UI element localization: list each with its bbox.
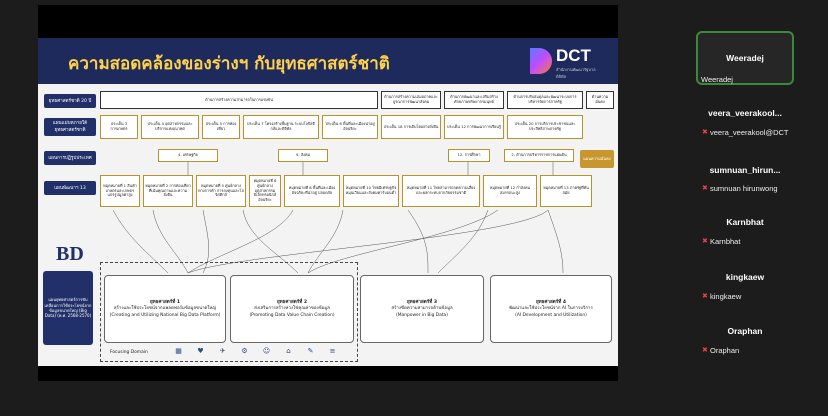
participant-tile-weeradej[interactable]: Weeradej Weeradej: [696, 31, 794, 85]
dct-logo: DCT สำนักงานพัฒนารัฐบาลดิจิทัล: [530, 46, 600, 79]
focusing-domain-box: [100, 262, 358, 362]
row-label-development-plan: แผนพัฒนาฯ 13: [44, 181, 96, 195]
r4-cell-2: หมุดหมายที่ 2 การท่องเที่ยวที่เน้นคุณภาพ…: [143, 175, 193, 207]
security-plan-tag: แผนความมั่นคง: [580, 150, 614, 168]
strategy-4-english: (AI Development and Utilization): [515, 312, 587, 318]
r2-cell-3: ประเด็น 5 การท่องเที่ยว: [202, 115, 240, 139]
mic-muted-icon: ✖: [702, 292, 708, 300]
government-icon: ⌂: [286, 347, 291, 355]
r2-cell-2: ประเด็น 4 อุตสาหกรรมและบริการแห่งอนาคต: [141, 115, 199, 139]
participant-name: Oraphan: [727, 326, 763, 336]
r2-cell-4: ประเด็น 7 โครงสร้างพื้นฐาน ระบบโลจิสติกส…: [243, 115, 319, 139]
participant-label: veera_veerakool@DCT: [710, 128, 789, 137]
strategy-4-title: ยุทธศาสตร์ที่ 4: [535, 299, 567, 305]
people-icon: ☺: [262, 347, 271, 355]
r3-cell-3: 12. การศึกษา: [448, 149, 490, 162]
dct-logo-text: DCT: [556, 46, 591, 65]
r2-cell-6: ประเด็น 18 การเติบโตอย่างยั่งยืน: [381, 115, 441, 139]
strategy-2-english: (Promoting Data Value Chain Creation): [249, 312, 335, 318]
tourism-icon: ✈: [219, 347, 226, 355]
participant-name: veera_veerakool...: [708, 108, 782, 118]
strategy-3-thai: สร้างขีดความสามารถด้านข้อมูล: [391, 305, 453, 311]
big-data-strategy-label: แผนยุทธศาสตร์การขับเคลื่อนการใช้ประโยชน์…: [43, 271, 93, 345]
participant-tile-karnbhat[interactable]: Karnbhat ✖ Karnbhat: [696, 213, 794, 253]
slide-title: ความสอดคล้องของร่างฯ กับยุทธศาสตร์ชาติ: [68, 54, 390, 74]
education-icon: ✎: [307, 347, 314, 355]
r2-cell-7: ประเด็น 12 การพัฒนาการเรียนรู้: [444, 115, 504, 139]
mic-muted-icon: ✖: [702, 346, 708, 354]
participant-label: Weeradej: [701, 75, 733, 84]
slide-title-bar: ความสอดคล้องของร่างฯ กับยุทธศาสตร์ชาติ D…: [38, 38, 618, 84]
strategy-4-thai: พัฒนาและใช้ประโยชน์จาก AI ในการบริการ: [509, 305, 593, 311]
participant-label: Oraphan: [710, 346, 740, 355]
r1-cell-3: ด้านการพัฒนาและเสริมสร้างศักยภาพทรัพยากร…: [444, 91, 504, 109]
r3-cell-4: 2. ด้านการบริหารราชการแผ่นดิน: [504, 149, 574, 162]
r4-cell-1: หมุดหมายที่ 1 สินค้าเกษตรและเกษตรแปรรูปม…: [100, 175, 140, 207]
mic-muted-icon: ✖: [702, 237, 708, 245]
participant-tile-kingkaew[interactable]: kingkaew ✖ kingkaew: [696, 268, 794, 308]
strategy-1-thai: สร้างและใช้ประโยชน์จากแพลตฟอร์มข้อมูลขนา…: [113, 305, 217, 311]
health-icon: ♥: [197, 347, 204, 355]
strategy-3-card: ยุทธศาสตร์ที่ 3 สร้างขีดความสามารถด้านข้…: [360, 275, 484, 343]
strategy-1-card: ยุทธศาสตร์ที่ 1 สร้างและใช้ประโยชน์จากแพ…: [104, 275, 226, 343]
r4-cell-9: หมุดหมายที่ 13 ภาครัฐที่ทันสมัย: [540, 175, 592, 207]
r4-cell-7: หมุดหมายที่ 11 ไทยสามารถลดความเสี่ยงและผ…: [402, 175, 480, 207]
row-label-master-plan: แผนแม่บทภายใต้ยุทธศาสตร์ชาติ: [44, 118, 96, 136]
strategy-3-title: ยุทธศาสตร์ที่ 3: [406, 299, 438, 305]
strategy-2-title: ยุทธศาสตร์ที่ 2: [276, 299, 308, 305]
r1-cell-1: ด้านการสร้างความสามารถในการแข่งขัน: [100, 91, 378, 109]
strategy-1-title: ยุทธศาสตร์ที่ 1: [149, 299, 181, 305]
participant-name: sumnuan_hirun...: [709, 165, 781, 175]
participant-tile-veera[interactable]: veera_veerakool... ✖ veera_veerakool@DCT: [696, 100, 794, 140]
bdi-logo-mark: BD: [56, 243, 84, 265]
participant-label: Karnbhat: [710, 237, 741, 246]
r4-cell-6: หมุดหมายที่ 10 ไทยมีเศรษฐกิจหมุนเวียนและ…: [343, 175, 399, 207]
r4-cell-8: หมุดหมายที่ 12 กำลังคนสมรรถนะสูง: [483, 175, 537, 207]
focusing-domain-label: Focusing Domain: [110, 350, 148, 355]
r3-cell-2: 9. สังคม: [278, 149, 328, 162]
r2-cell-1: ประเด็น 3 การเกษตร: [100, 115, 138, 139]
strategy-2-card: ยุทธศาสตร์ที่ 2 ส่งเสริมการสร้างห่วงโซ่ค…: [230, 275, 354, 343]
r2-cell-8: ประเด็น 20 การบริการประชาชนและประสิทธิภา…: [507, 115, 583, 139]
participant-tile-sumnuan[interactable]: sumnuan_hirun... ✖ sumnuan hirunwong: [696, 157, 794, 197]
participant-name: kingkaew: [725, 272, 765, 282]
row-label-national-strategy: ยุทธศาสตร์ชาติ 20 ปี: [44, 94, 96, 108]
agriculture-icon: ▦: [175, 347, 182, 355]
strategy-4-card: ยุทธศาสตร์ที่ 4 พัฒนาและใช้ประโยชน์จาก A…: [490, 275, 612, 343]
strategy-1-english: (Creating and Utilizing National Big Dat…: [109, 312, 221, 318]
mic-muted-icon: ✖: [702, 184, 708, 192]
participant-tile-oraphan[interactable]: Oraphan ✖ Oraphan: [696, 322, 794, 362]
data-icon: ≡: [329, 347, 336, 355]
r2-cell-5: ประเด็น 6 พื้นที่และเมืองน่าอยู่อัจฉริยะ: [322, 115, 378, 139]
r4-cell-3: หมุดหมายที่ 5 ศูนย์กลางทางการค้า การลงทุ…: [196, 175, 246, 207]
r3-cell-1: 4. เศรษฐกิจ: [158, 149, 218, 162]
r1-cell-2: ด้านการสร้างความเสมอภาคและบูรณาการพัฒนาส…: [381, 91, 441, 109]
participant-label: sumnuan hirunwong: [710, 184, 778, 193]
mic-muted-icon: ✖: [702, 128, 708, 136]
infrastructure-icon: ⚙: [241, 347, 248, 355]
participant-name: Weeradej: [726, 53, 764, 63]
participant-name: Karnbhat: [726, 217, 764, 227]
dct-logo-mark: [530, 48, 552, 74]
strategy-2-thai: ส่งเสริมการสร้างห่วงโซ่คุณค่าของข้อมูล: [254, 305, 330, 311]
presentation-slide: ความสอดคล้องของร่างฯ กับยุทธศาสตร์ชาติ D…: [38, 38, 618, 366]
participant-label: kingkaew: [710, 292, 742, 301]
strategy-3-english: (Manpower in Big Data): [396, 312, 448, 318]
r4-cell-4: หมุดหมายที่ 6 ศูนย์กลางอุตสาหกรรมอิเล็กท…: [249, 175, 281, 207]
row-label-reform-plan: แผนการปฏิรูปประเทศ: [44, 151, 96, 165]
dct-logo-subtitle: สำนักงานพัฒนารัฐบาลดิจิทัล: [556, 67, 596, 79]
r4-cell-5: หมุดหมายที่ 8 พื้นที่และเมืองอัจฉริยะที่…: [284, 175, 340, 207]
r1-cell-4: ด้านการปรับสมดุลและพัฒนาระบบการบริหารจัด…: [507, 91, 583, 109]
r1-cell-5: ด้านความมั่นคง: [586, 91, 614, 109]
